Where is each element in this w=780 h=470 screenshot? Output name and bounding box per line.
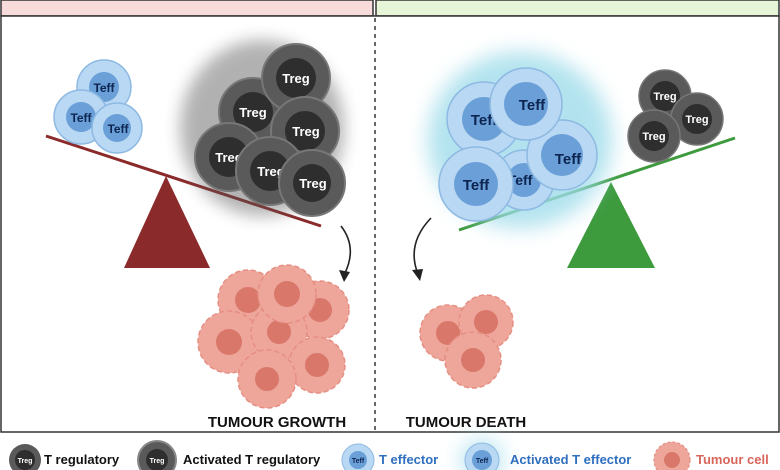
svg-text:Teff: Teff xyxy=(93,81,115,95)
svg-text:Teff: Teff xyxy=(352,458,365,465)
left-tumour-cluster xyxy=(197,264,350,409)
tumour-cell xyxy=(288,336,346,394)
right-tumour-cluster xyxy=(419,294,514,389)
right-teff-cluster: Teff Teff Teff Teff Teff xyxy=(428,52,612,228)
legend-label-t-effector: T effector xyxy=(379,452,438,467)
tumour-cell xyxy=(197,310,261,374)
right-header-bar xyxy=(375,0,780,17)
tumour-cell xyxy=(444,331,502,389)
treg-cell: Treg xyxy=(670,92,724,146)
svg-text:Teff: Teff xyxy=(471,112,498,129)
left-teff-cluster: Teff Teff Teff xyxy=(53,59,143,154)
activated-treg-cell: Treg xyxy=(261,43,331,113)
activated-teff-cell: Teff xyxy=(489,67,563,141)
activated-teff-cell: Teff xyxy=(526,119,598,191)
tumour-cell xyxy=(237,349,297,409)
svg-text:Teff: Teff xyxy=(519,97,546,114)
svg-text:Treg: Treg xyxy=(215,150,243,165)
svg-text:Treg: Treg xyxy=(257,164,285,179)
legend-label-t-regulatory: T regulatory xyxy=(44,452,120,467)
svg-text:Teff: Teff xyxy=(555,151,582,168)
svg-text:Teff: Teff xyxy=(107,122,129,136)
svg-text:Teff: Teff xyxy=(508,172,533,188)
svg-text:Treg: Treg xyxy=(292,124,320,139)
legend-label-tumour-cell: Tumour cell xyxy=(696,452,769,467)
activated-teff-cell: Teff xyxy=(438,146,514,222)
svg-text:Treg: Treg xyxy=(299,176,327,191)
left-treg-cluster: Treg Treg Treg Treg Treg Treg xyxy=(180,40,346,217)
activated-treg-cell: Treg xyxy=(278,149,346,217)
svg-text:Treg: Treg xyxy=(282,71,310,86)
left-arrow xyxy=(339,225,352,282)
left-header-bar xyxy=(0,0,374,17)
legend-item-tumour-cell: Tumour cell xyxy=(653,441,769,470)
svg-text:Treg: Treg xyxy=(18,458,33,465)
svg-text:Teff: Teff xyxy=(70,111,92,125)
svg-text:Treg: Treg xyxy=(150,458,165,465)
legend-item-activated-t-effector: Teff Activated T effector xyxy=(461,439,631,470)
svg-text:Treg: Treg xyxy=(239,105,267,120)
svg-text:Treg: Treg xyxy=(642,131,665,143)
right-arrow xyxy=(412,217,432,281)
left-fulcrum xyxy=(124,176,210,268)
tumour-cell xyxy=(257,264,317,324)
legend: Treg T regulatory Treg Activated T regul… xyxy=(9,439,769,470)
right-treg-cluster: Treg Treg Treg xyxy=(627,69,724,163)
svg-text:Treg: Treg xyxy=(685,114,708,126)
legend-label-activated-t-regulatory: Activated T regulatory xyxy=(183,452,321,467)
svg-text:Teff: Teff xyxy=(476,458,489,465)
right-caption: TUMOUR DEATH xyxy=(406,414,527,431)
legend-item-activated-t-regulatory: Treg Activated T regulatory xyxy=(137,440,321,470)
right-fulcrum xyxy=(567,182,655,268)
teff-cell: Teff xyxy=(91,102,143,154)
legend-item-t-regulatory: Treg T regulatory xyxy=(9,444,120,470)
left-caption: TUMOUR GROWTH xyxy=(208,414,346,431)
legend-item-t-effector: Teff T effector xyxy=(341,443,438,470)
svg-text:Teff: Teff xyxy=(463,177,490,194)
treg-cell: Treg xyxy=(627,109,681,163)
legend-label-activated-t-effector: Activated T effector xyxy=(510,452,631,467)
svg-text:Treg: Treg xyxy=(653,91,676,103)
